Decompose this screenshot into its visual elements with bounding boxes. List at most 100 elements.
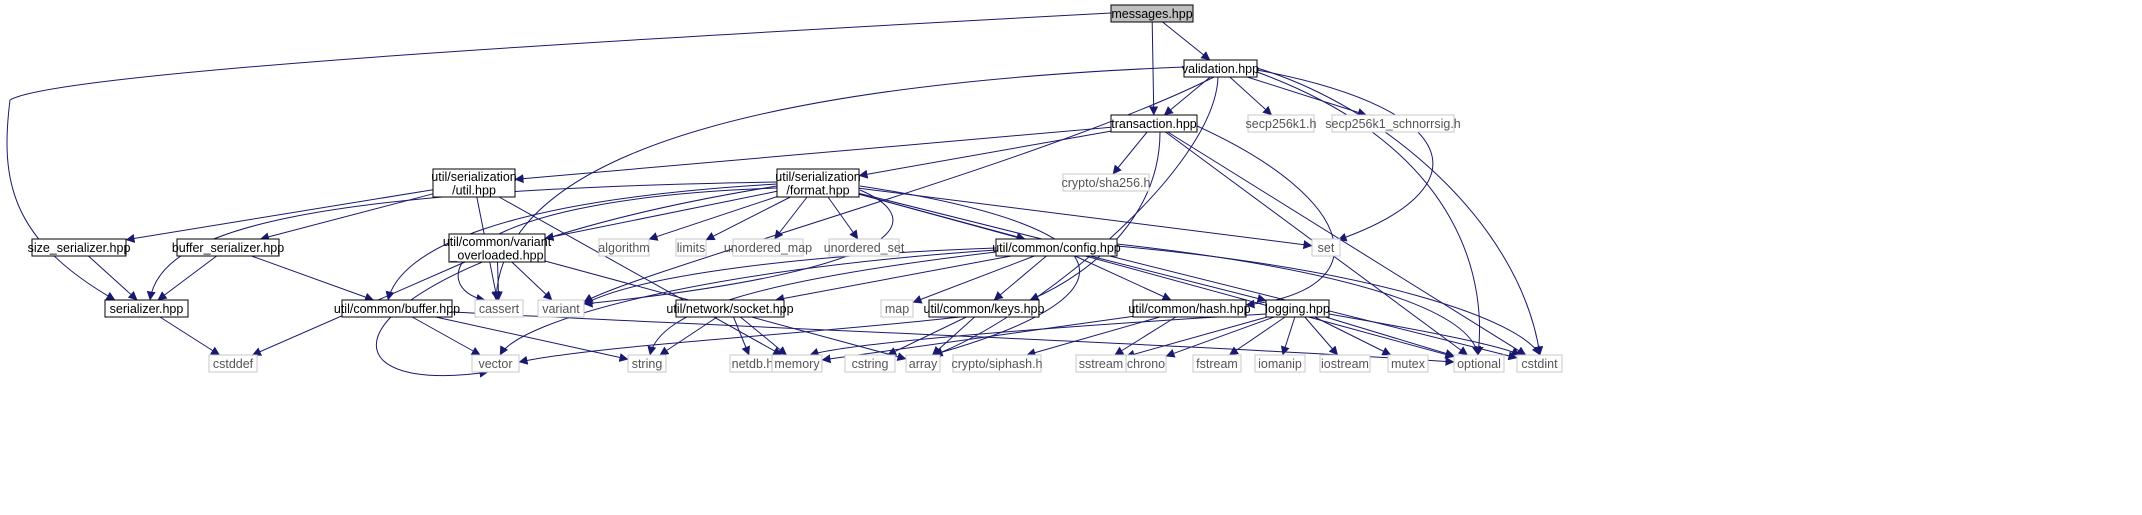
edge-ser_format-to-array xyxy=(859,185,1080,358)
edge-ser_util-to-buffer_ser xyxy=(259,193,434,242)
node-label: messages.hpp xyxy=(1111,7,1192,21)
node-label: util/serialization xyxy=(775,170,861,184)
node-box xyxy=(928,299,1040,318)
node-label: cassert xyxy=(479,302,520,316)
node-box xyxy=(1062,173,1150,192)
node-label: vector xyxy=(478,357,512,371)
node-label: crypto/siphash.h xyxy=(951,357,1042,371)
node-logging[interactable]: logging.hpp xyxy=(1265,299,1330,318)
node-label: util/common/hash.hpp xyxy=(1128,302,1250,316)
edge-messages-to-serializer xyxy=(6,12,1112,301)
node-chrono: chrono xyxy=(1125,354,1167,373)
edge-size_ser-to-serializer xyxy=(88,255,138,301)
node-keys[interactable]: util/common/keys.hpp xyxy=(924,299,1045,318)
node-label: /util.hpp xyxy=(452,183,496,197)
node-box xyxy=(1125,354,1167,373)
edge-config-to-logging xyxy=(1089,255,1267,303)
node-validation[interactable]: validation.hpp xyxy=(1182,59,1259,78)
node-ser_format[interactable]: util/serialization/format.hpp xyxy=(775,168,861,198)
node-sstream: sstream xyxy=(1075,354,1127,373)
edge-logging-to-optional xyxy=(1325,316,1455,358)
node-box xyxy=(1247,114,1315,133)
node-box xyxy=(995,238,1118,257)
node-iostream: iostream xyxy=(1319,354,1371,373)
node-unordered_set: unordered_set xyxy=(824,238,905,257)
node-buffer_ser[interactable]: buffer_serializer.hpp xyxy=(172,238,284,257)
edge-logging-to-cstdint xyxy=(1328,313,1521,356)
node-box xyxy=(1311,238,1341,257)
node-label: iostream xyxy=(1321,357,1369,371)
node-box xyxy=(844,354,896,373)
node-crypto_sha256: crypto/sha256.h xyxy=(1062,173,1151,192)
node-vector: vector xyxy=(471,354,520,373)
node-label: validation.hpp xyxy=(1182,62,1259,76)
edge-common_buffer-to-vector xyxy=(411,316,481,356)
node-box xyxy=(1183,59,1258,78)
node-label: cstddef xyxy=(213,357,254,371)
node-box xyxy=(1387,354,1429,373)
node-common_buffer[interactable]: util/common/buffer.hpp xyxy=(334,299,460,318)
node-label: util/common/buffer.hpp xyxy=(334,302,460,316)
node-box xyxy=(776,168,860,198)
node-box xyxy=(880,299,914,318)
edge-logging-to-iomanip xyxy=(1281,316,1296,356)
node-variant_ovl[interactable]: util/common/variant_overloaded.hpp xyxy=(443,233,552,263)
node-label: sstream xyxy=(1079,357,1123,371)
node-box xyxy=(1319,354,1371,373)
node-hash[interactable]: util/common/hash.hpp xyxy=(1128,299,1251,318)
node-label: algorithm xyxy=(598,241,649,255)
node-label: cstdint xyxy=(1521,357,1558,371)
node-box xyxy=(905,354,941,373)
node-label: buffer_serializer.hpp xyxy=(172,241,284,255)
node-serializer[interactable]: serializer.hpp xyxy=(104,299,189,318)
edge-ser_format-to-common_buffer xyxy=(385,183,778,301)
edge-buffer_ser-to-serializer xyxy=(157,255,217,301)
node-ser_util[interactable]: util/serialization/util.hpp xyxy=(431,168,517,198)
edge-logging-to-chrono xyxy=(1165,316,1275,358)
edge-common_buffer-to-string xyxy=(435,316,629,362)
node-label: iomanip xyxy=(1258,357,1302,371)
node-box xyxy=(1265,299,1330,318)
node-box xyxy=(31,238,127,257)
node-box xyxy=(675,238,707,257)
edge-validation-to-optional xyxy=(1256,71,1484,356)
edge-config-to-string xyxy=(647,251,997,356)
node-box xyxy=(1331,114,1455,133)
edge-messages-to-validation xyxy=(1162,21,1211,61)
node-box xyxy=(208,354,258,373)
node-label: set xyxy=(1318,241,1335,255)
node-label: util/common/variant xyxy=(443,235,552,249)
edge-ser_format-to-vector xyxy=(375,185,778,378)
node-box xyxy=(1453,354,1505,373)
node-box xyxy=(1110,114,1198,133)
node-label: serializer.hpp xyxy=(110,302,184,316)
node-transaction[interactable]: transaction.hpp xyxy=(1110,114,1198,133)
node-box xyxy=(771,354,823,373)
node-box xyxy=(1516,354,1563,373)
node-box xyxy=(1110,4,1194,23)
edge-ser_format-to-set xyxy=(858,187,1313,250)
node-box xyxy=(732,238,804,257)
node-box xyxy=(104,299,189,318)
node-label: /format.hpp xyxy=(786,183,849,197)
node-label: string xyxy=(632,357,663,371)
node-size_ser[interactable]: size_serializer.hpp xyxy=(28,238,131,257)
node-messages[interactable]: messages.hpp xyxy=(1110,4,1194,23)
node-box xyxy=(176,238,280,257)
node-socket[interactable]: util/network/socket.hpp xyxy=(666,299,794,318)
node-string: string xyxy=(627,354,667,373)
edge-config-to-hash xyxy=(1074,255,1172,301)
edge-keys-to-vector xyxy=(518,316,961,365)
node-label: netdb.h xyxy=(732,357,774,371)
edge-ser_format-to-optional xyxy=(858,193,1455,359)
edge-config-to-map xyxy=(912,255,1035,304)
node-label: util/serialization xyxy=(431,170,517,184)
node-label: size_serializer.hpp xyxy=(28,241,131,255)
edge-ser_format-to-cstdint xyxy=(858,192,1518,361)
node-box xyxy=(474,299,524,318)
node-label: map xyxy=(885,302,909,316)
node-config[interactable]: util/common/config.hpp xyxy=(992,238,1121,257)
edge-hash-to-siphash xyxy=(1026,316,1160,357)
edge-validation-to-variant xyxy=(583,76,1215,303)
